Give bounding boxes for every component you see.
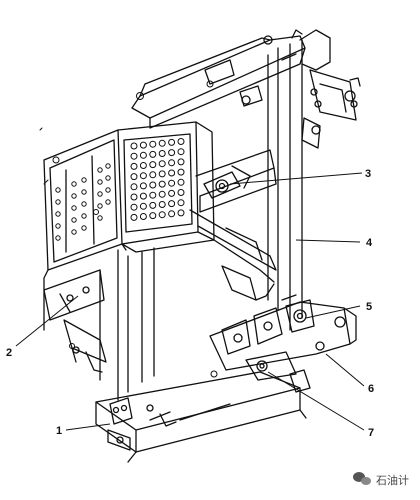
grid-hole bbox=[158, 190, 166, 198]
rear-top-frame bbox=[131, 35, 306, 129]
grid-hole bbox=[139, 182, 147, 190]
callout-1: 1 bbox=[56, 425, 62, 437]
grid-hole bbox=[168, 189, 176, 197]
grid-hole bbox=[139, 202, 147, 210]
callout-labels: 1 2 3 4 5 6 7 bbox=[6, 168, 374, 439]
grid-hole bbox=[139, 151, 147, 159]
leader-line-6 bbox=[325, 353, 365, 387]
grid-hole bbox=[158, 180, 166, 188]
grid-hole bbox=[177, 209, 185, 217]
grid-hole bbox=[130, 162, 138, 170]
grid-hole bbox=[149, 212, 157, 220]
callout-4: 4 bbox=[366, 237, 373, 249]
wechat-bubble-icon bbox=[353, 472, 371, 485]
grid-hole bbox=[139, 141, 147, 149]
watermark: 石油计 bbox=[353, 472, 409, 487]
grid-hole bbox=[130, 152, 138, 160]
grid-hole bbox=[130, 193, 138, 201]
middle-cross-beams bbox=[189, 149, 277, 301]
callout-5: 5 bbox=[366, 301, 372, 313]
grid-hole bbox=[177, 189, 185, 196]
grid-hole bbox=[149, 161, 157, 169]
grid-hole bbox=[158, 150, 166, 157]
grid-hole bbox=[177, 138, 185, 145]
base-frame bbox=[95, 371, 307, 463]
grid-hole bbox=[168, 179, 176, 187]
grid-hole bbox=[158, 201, 166, 208]
callout-6: 6 bbox=[368, 383, 374, 395]
grid-hole bbox=[130, 203, 138, 211]
lower-right-bracket bbox=[209, 299, 357, 393]
right-upright-column bbox=[267, 39, 303, 331]
grid-hole bbox=[158, 170, 166, 178]
grid-hole bbox=[139, 162, 147, 169]
grid-hole bbox=[149, 201, 157, 209]
grid-hole bbox=[168, 138, 176, 146]
grid-hole bbox=[177, 199, 185, 207]
grid-hole bbox=[158, 160, 166, 168]
leader-line-3 bbox=[229, 172, 363, 185]
grid-hole bbox=[177, 178, 185, 186]
grid-hole bbox=[139, 213, 147, 220]
grid-hole bbox=[177, 168, 185, 176]
grid-hole bbox=[177, 158, 185, 166]
grid-hole bbox=[168, 200, 176, 208]
corner-studs bbox=[39, 80, 218, 378]
leader-lines bbox=[15, 172, 365, 431]
grid-hole bbox=[130, 142, 138, 150]
grid-hole bbox=[158, 211, 166, 219]
grid-hole bbox=[149, 171, 157, 179]
grid-hole bbox=[168, 149, 176, 157]
grid-hole bbox=[149, 191, 157, 199]
grid-hole bbox=[168, 210, 176, 218]
grid-holes bbox=[130, 138, 185, 221]
leader-line-7 bbox=[267, 371, 365, 431]
grid-hole bbox=[139, 172, 147, 180]
left-upright-column bbox=[99, 247, 155, 401]
front-grid-panel bbox=[117, 121, 215, 253]
grid-hole bbox=[168, 169, 176, 177]
grid-hole bbox=[130, 213, 138, 221]
grid-hole bbox=[130, 183, 138, 191]
grid-hole bbox=[139, 192, 147, 200]
grid-hole bbox=[168, 159, 176, 167]
leader-line-2 bbox=[15, 295, 79, 347]
callout-7: 7 bbox=[368, 427, 374, 439]
grid-hole bbox=[149, 140, 157, 148]
callout-2: 2 bbox=[6, 347, 12, 359]
grid-hole bbox=[149, 181, 157, 189]
grid-hole bbox=[130, 173, 138, 181]
left-lower-bracket bbox=[43, 269, 107, 373]
leader-line-5 bbox=[305, 305, 361, 319]
grid-hole bbox=[158, 139, 166, 147]
leader-line-1 bbox=[65, 423, 111, 431]
upper-right-bracket bbox=[291, 29, 361, 149]
watermark-text: 石油计 bbox=[376, 473, 409, 487]
leader-line-4 bbox=[295, 239, 361, 243]
callout-3: 3 bbox=[365, 168, 371, 180]
grid-hole bbox=[149, 150, 157, 158]
grid-hole bbox=[177, 148, 185, 156]
left-panel-holes bbox=[55, 163, 111, 241]
